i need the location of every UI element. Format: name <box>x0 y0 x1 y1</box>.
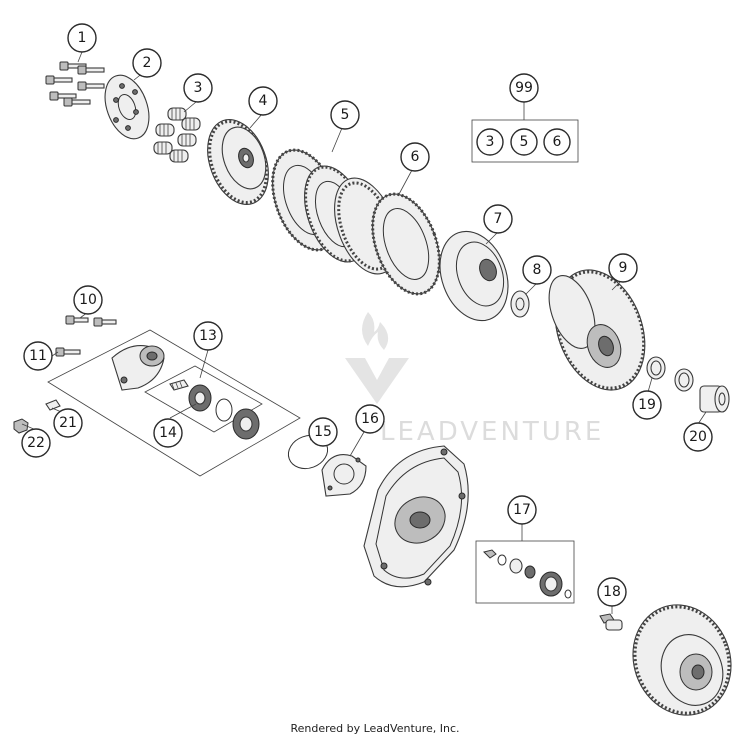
callout-1[interactable]: 1 <box>67 23 97 53</box>
part-6-steel-discs <box>334 177 441 296</box>
part-11-screw <box>55 347 81 357</box>
callout-20[interactable]: 20 <box>683 422 713 452</box>
part-4-inner-hub <box>207 119 269 205</box>
svg-text:21: 21 <box>59 415 77 431</box>
callout-7[interactable]: 7 <box>483 204 513 234</box>
callout-18[interactable]: 18 <box>597 577 627 607</box>
part-10-screws <box>65 315 117 327</box>
svg-text:16: 16 <box>361 411 379 427</box>
callout-5[interactable]: 5 <box>330 100 360 130</box>
part-1-bolts <box>45 61 105 107</box>
callout-13[interactable]: 13 <box>193 321 223 351</box>
svg-text:5: 5 <box>520 134 529 150</box>
svg-text:1: 1 <box>78 30 87 46</box>
part-21-bleeder <box>45 399 61 411</box>
callout-19[interactable]: 19 <box>632 390 662 420</box>
callout-4[interactable]: 4 <box>248 86 278 116</box>
svg-text:15: 15 <box>314 424 332 440</box>
callout-6[interactable]: 6 <box>400 142 430 172</box>
callout-15[interactable]: 15 <box>308 417 338 447</box>
svg-text:13: 13 <box>199 328 217 344</box>
callout-99[interactable]: 99 <box>509 73 539 103</box>
callout-9[interactable]: 9 <box>608 253 638 283</box>
svg-text:99: 99 <box>515 80 533 96</box>
clutch-cover <box>363 445 469 588</box>
svg-text:3: 3 <box>194 80 203 96</box>
part-2-pressure-plate <box>104 74 150 140</box>
svg-text:7: 7 <box>494 211 503 227</box>
svg-text:5: 5 <box>341 107 350 123</box>
part-13-slave-cylinder <box>47 329 301 477</box>
kit-99-item-3[interactable]: 3 <box>476 128 504 156</box>
kit-99-item-5[interactable]: 5 <box>510 128 538 156</box>
leader-lines <box>21 51 707 614</box>
part-14-piston-seals <box>169 379 260 440</box>
part-8-washer <box>510 290 530 318</box>
svg-text:19: 19 <box>638 397 656 413</box>
callout-16[interactable]: 16 <box>355 404 385 434</box>
part-18-pin <box>599 613 623 631</box>
part-16-gasket <box>321 454 367 497</box>
svg-text:18: 18 <box>603 584 621 600</box>
render-credit: Rendered by LeadVenture, Inc. <box>290 722 460 735</box>
part-7-thrust-plate <box>439 230 509 322</box>
part-20-sleeve <box>699 385 730 413</box>
kit-99-item-6[interactable]: 6 <box>543 128 571 156</box>
leadventure-watermark: LEADVENTURE <box>345 312 604 447</box>
callout-14[interactable]: 14 <box>153 418 183 448</box>
part-3-springs <box>153 107 201 163</box>
callout-8[interactable]: 8 <box>522 255 552 285</box>
svg-text:14: 14 <box>159 425 177 441</box>
svg-text:20: 20 <box>689 429 707 445</box>
part-19-bushings <box>646 356 694 392</box>
callout-17[interactable]: 17 <box>507 495 537 525</box>
primary-gear <box>632 604 732 716</box>
svg-text:4: 4 <box>259 93 268 109</box>
svg-text:6: 6 <box>553 134 562 150</box>
callout-10[interactable]: 10 <box>73 285 103 315</box>
svg-text:8: 8 <box>533 262 542 278</box>
svg-text:3: 3 <box>486 134 495 150</box>
svg-text:11: 11 <box>29 348 47 364</box>
svg-text:22: 22 <box>27 435 45 451</box>
part-9-outer-basket <box>548 269 646 391</box>
svg-text:17: 17 <box>513 502 531 518</box>
kit-99-box <box>471 119 579 163</box>
callout-3[interactable]: 3 <box>183 73 213 103</box>
svg-text:9: 9 <box>619 260 628 276</box>
callout-11[interactable]: 11 <box>23 341 53 371</box>
svg-text:10: 10 <box>79 292 97 308</box>
part-17-pushrod-kit <box>475 540 575 604</box>
callout-2[interactable]: 2 <box>132 48 162 78</box>
part-22-cap <box>13 418 29 434</box>
callout-22[interactable]: 22 <box>21 428 51 458</box>
watermark-text: LEADVENTURE <box>380 417 604 447</box>
svg-text:2: 2 <box>143 55 152 71</box>
callout-21[interactable]: 21 <box>53 408 83 438</box>
svg-text:6: 6 <box>411 149 420 165</box>
